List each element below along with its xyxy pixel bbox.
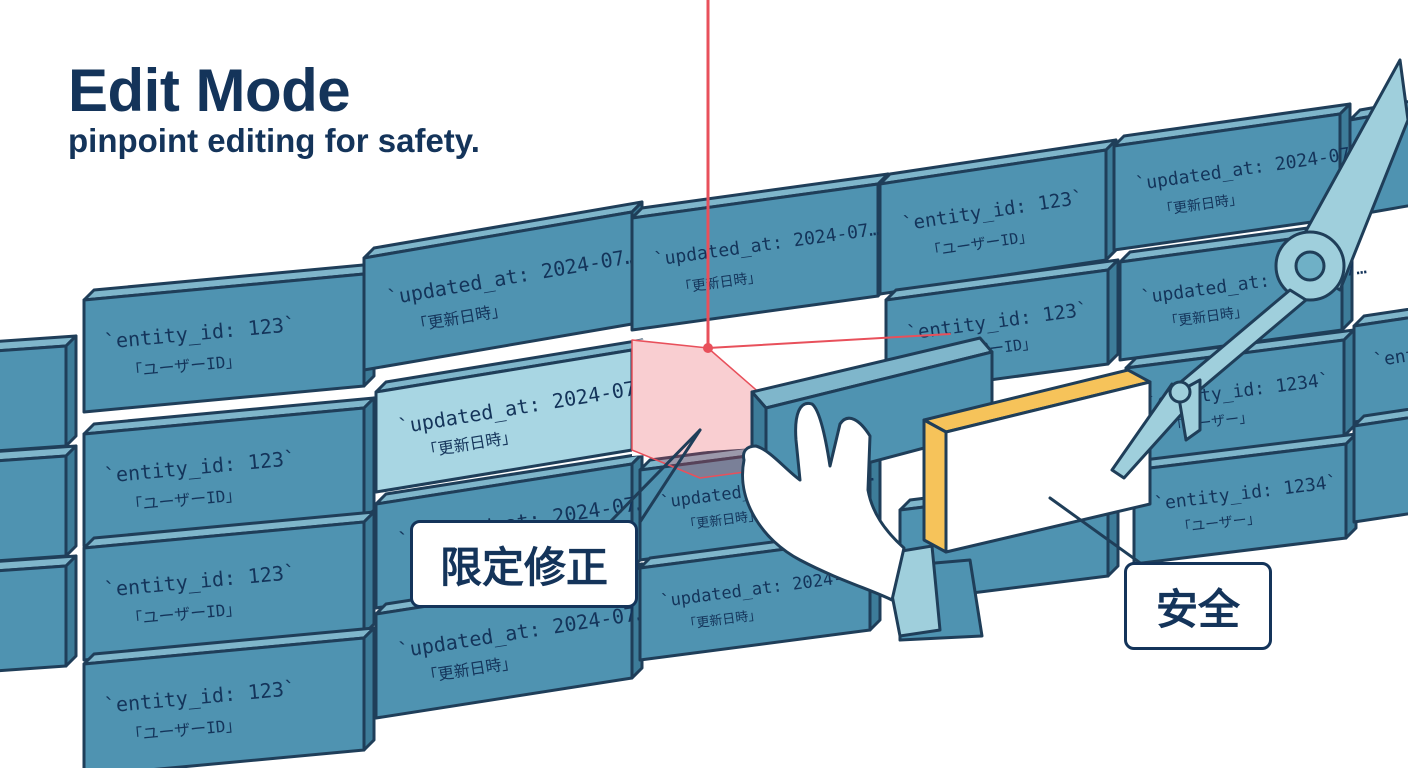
wall-brick-updated-highlighted: `updated_at: 2024-07…「更新日時」 xyxy=(374,338,649,494)
hand-shape xyxy=(741,401,906,602)
brick-front-face xyxy=(82,272,366,414)
brick-front-face xyxy=(0,564,68,673)
human-hand xyxy=(741,401,984,642)
brick-label: `ent xyxy=(1372,344,1408,371)
brick-front-face xyxy=(878,148,1108,296)
safe-pointer xyxy=(1048,496,1152,572)
wall-brick-stub xyxy=(1352,407,1408,524)
wall-brick-stub xyxy=(0,444,78,563)
wall-brick-entity: `entity_id: 123`「ユーザーID」 xyxy=(82,396,376,548)
brick-front-face xyxy=(630,182,880,332)
new-brick-front xyxy=(944,380,1152,554)
brick-front-face xyxy=(82,636,366,768)
wall-brick-entity: `entity_id: 123`「ユーザーID」 xyxy=(82,626,376,768)
robot-arm-joint-pin xyxy=(1294,250,1326,282)
robot-gripper-pivot xyxy=(1168,380,1192,404)
brick-front-face xyxy=(1352,316,1408,424)
wall-brick-updated: `updated_at: 2024-07…「更新日時」 xyxy=(630,172,890,332)
page-title: Edit Mode xyxy=(68,57,351,124)
brick-label-partial: `ent xyxy=(1372,344,1408,371)
laser-ray xyxy=(707,333,951,349)
robot-arm xyxy=(1110,58,1408,480)
brick-front-face xyxy=(1352,416,1408,524)
limited-fix-pointer xyxy=(608,428,702,524)
brick-front-face xyxy=(1132,442,1348,566)
new-brick xyxy=(922,368,1152,554)
wall-brick-entity: `entity_id: 123`「ユーザーID」 xyxy=(82,510,376,662)
wall-brick-partial: `ent xyxy=(1352,307,1408,424)
wall-brick-stub xyxy=(0,334,78,453)
wall-brick-updated: `updated_at: 2024-07…「更新日時」 xyxy=(362,200,644,372)
wall-brick-stub xyxy=(0,554,78,673)
limited-fix-pointer xyxy=(638,428,702,524)
callout-pointers xyxy=(608,428,1152,572)
wall-brick-entity: `entity_id: 123`「ユーザーID」 xyxy=(82,262,376,414)
safe-callout: 安全 xyxy=(1124,562,1272,650)
new-brick-side xyxy=(922,418,948,554)
limited-fix-callout: 限定修正 xyxy=(410,520,638,608)
page-subtitle: pinpoint editing for safety. xyxy=(68,122,480,159)
brick-front-face xyxy=(0,344,68,453)
brick-front-face xyxy=(0,454,68,563)
